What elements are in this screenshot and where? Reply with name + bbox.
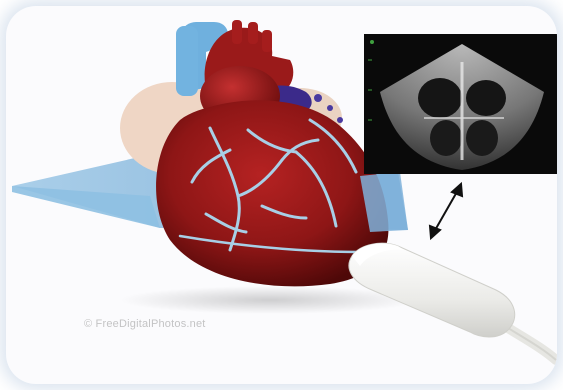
arch-branch-2 [248,22,258,44]
vessel-dot-2 [327,105,333,111]
echo-chamber-2 [466,80,506,116]
watermark-text: © FreeDigitalPhotos.net [84,318,206,330]
vessel-dot-3 [337,117,343,123]
image-card: © FreeDigitalPhotos.net [6,6,557,384]
double-arrow-icon [430,184,462,238]
vessel-dot-1 [314,94,322,102]
arch-branch-1 [232,20,242,44]
arch-branch-3 [262,30,272,52]
echo-chamber-1 [418,78,462,118]
echocardiogram-panel [364,34,557,174]
superior-vena-cava [176,26,198,96]
echo-marker [370,40,374,44]
echo-chamber-3 [430,120,462,156]
echo-chamber-4 [466,120,498,156]
